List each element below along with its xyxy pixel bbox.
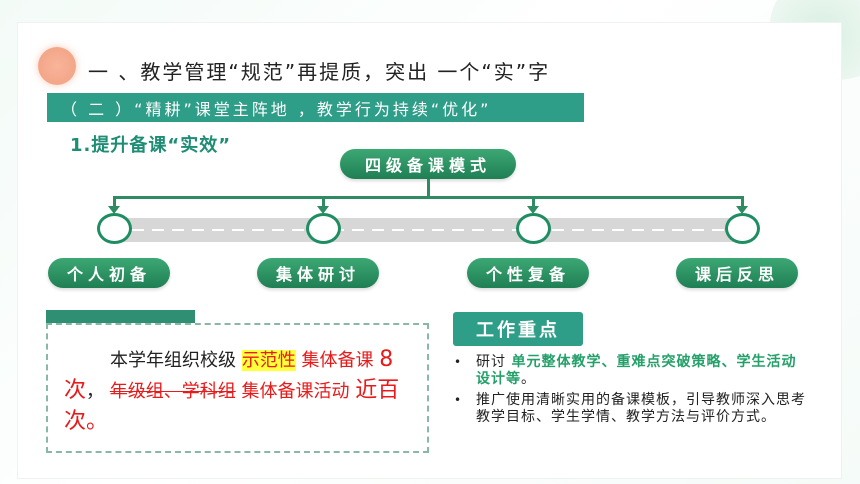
node-pill-2: 集体研讨 [257,258,379,288]
arrow-down-icon [736,206,748,214]
summary-tab [46,310,195,324]
node-pill-3: 个性复备 [467,258,589,288]
list-item: • 研讨 单元整体教学、重难点突破策略、学生活动设计等。 [454,354,810,388]
summary-count-2: 近百次。 [64,378,400,434]
node-pill-1: 个人初备 [48,258,170,288]
branch-drop-2 [322,196,325,210]
timeline-circle-3 [516,213,551,244]
root-stem [427,179,430,197]
subtitle-text: （ 二 ）“精耕”课堂主阵地 ，教学行为持续“优化” [61,99,492,119]
root-node-pill: 四级备课模式 [340,149,516,179]
section-title: 1.提升备课“实效” [70,135,232,156]
item1-suffix: 。 [521,371,536,387]
timeline-dashes [112,229,746,231]
summary-count-1: 8 次 [64,347,394,403]
timeline-circle-4 [725,213,760,244]
branch-drop-4 [741,196,744,210]
timeline-circle-2 [306,213,341,244]
item1-highlight: 单元整体教学、重难点突破策略、学生活动设计等 [476,354,797,387]
branch-drop-1 [113,196,116,210]
bullet-icon: • [454,355,462,369]
branch-line [113,196,743,199]
timeline-circle-1 [97,213,132,244]
arrow-down-icon [527,206,539,214]
summary-struck: 年级组、学科组 [109,381,236,402]
item2-text: 推广使用清晰实用的备课模板，引导教师深入思考教学目标、学生学情、教学方法与评价方… [476,392,806,425]
summary-text-2: 集体备课 [301,350,374,371]
main-title: 一 、教学管理“规范”再提质，突出 一个“实”字 [88,60,551,84]
summary-text-3: 集体备课活动 [241,381,350,402]
heading-bullet-icon [38,47,76,85]
summary-highlight: 示范性 [241,350,296,371]
arrow-down-icon [317,206,329,214]
summary-comma: ， [86,381,105,402]
subtitle-bar: （ 二 ）“精耕”课堂主阵地 ，教学行为持续“优化” [47,93,584,122]
item1-prefix: 研讨 [476,354,506,370]
branch-drop-3 [532,196,535,210]
node-pill-4: 课后反思 [676,258,798,288]
work-focus-list: • 研讨 单元整体教学、重难点突破策略、学生活动设计等。 • 推广使用清晰实用的… [454,354,810,430]
work-focus-title: 工作重点 [453,312,583,346]
arrow-down-icon [108,206,120,214]
bullet-icon: • [454,393,462,407]
list-item: • 推广使用清晰实用的备课模板，引导教师深入思考教学目标、学生学情、教学方法与评… [454,392,810,426]
summary-box: 本学年组织校级 示范性 集体备课 8 次， 年级组、学科组 集体备课活动 近百次… [46,323,429,453]
summary-text-1: 本学年组织校级 [110,350,236,371]
